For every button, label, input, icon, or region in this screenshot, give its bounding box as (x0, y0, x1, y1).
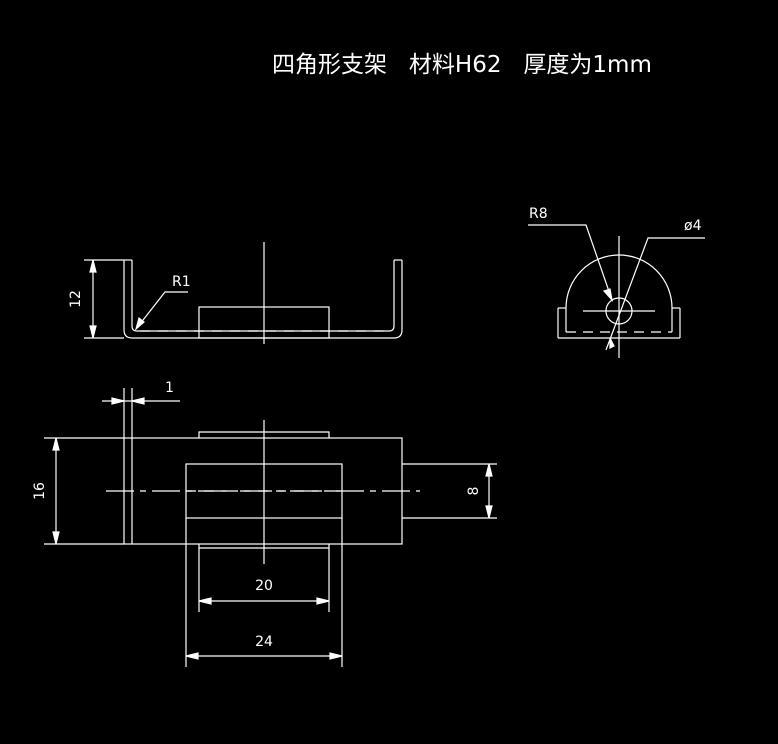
side-view (528, 224, 705, 358)
plan-outer-arrow-right (329, 652, 343, 660)
plan-slot-arrow-bottom (485, 505, 493, 519)
side-radius-label: R8 (529, 206, 548, 222)
front-radius-arrow (134, 316, 145, 331)
side-hole-arrow (609, 337, 615, 349)
front-view-outline-inner (131, 260, 395, 332)
plan-slot-arrow-top (485, 463, 493, 477)
plan-view (44, 388, 497, 667)
front-height-arrow-top (89, 259, 97, 273)
plan-slot-label: 8 (466, 487, 482, 496)
front-view (84, 242, 403, 344)
plan-thickness-arrow-right (131, 397, 145, 405)
side-radius-leader (528, 224, 613, 301)
plan-thickness-arrow-left (111, 397, 125, 405)
plan-width-arrow-bottom (52, 531, 60, 545)
plan-inner-length-label: 20 (255, 578, 273, 594)
front-radius-leader (135, 291, 188, 330)
front-height-arrow-bottom (89, 325, 97, 339)
plan-width-arrow-top (52, 437, 60, 451)
plan-outer-length-label: 24 (255, 634, 273, 650)
plan-inner-arrow-right (316, 597, 330, 605)
plan-thickness-label: 1 (165, 380, 174, 396)
side-radius-arrow (602, 288, 613, 302)
side-hole-leader (605, 237, 705, 351)
front-radius-label: R1 (172, 274, 191, 290)
front-height-label: 12 (68, 290, 84, 308)
plan-width-label: 16 (32, 482, 48, 500)
plan-inner-arrow-left (198, 597, 212, 605)
drawing-title: 四角形支架 材料H62 厚度为1mm (272, 52, 652, 78)
side-hole-label: ø4 (684, 218, 702, 234)
plan-outer-arrow-left (185, 652, 199, 660)
